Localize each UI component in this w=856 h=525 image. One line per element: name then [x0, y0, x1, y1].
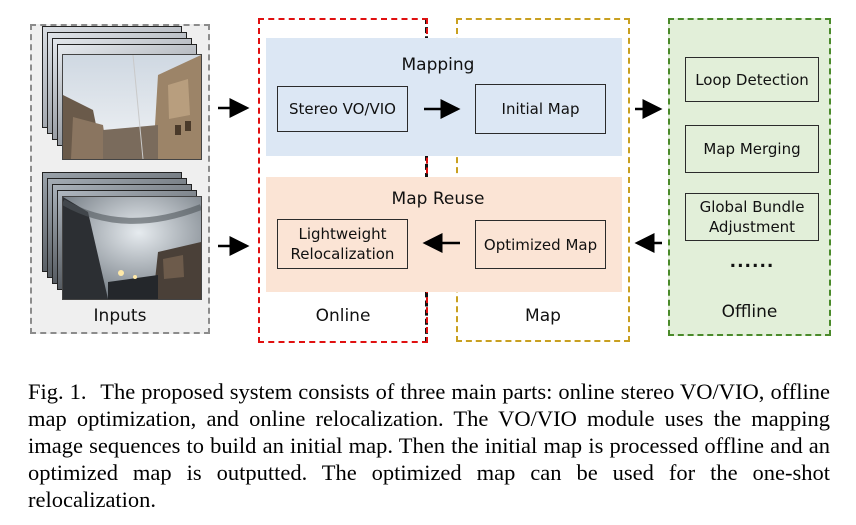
online-label: Online — [315, 306, 371, 326]
gba-line1: Global Bundle — [699, 198, 805, 216]
map-reuse-title: Map Reuse — [391, 189, 485, 209]
street-image — [62, 54, 202, 160]
relocalization-line1: Lightweight — [298, 225, 387, 243]
inputs-label: Inputs — [93, 306, 147, 326]
offline-group — [668, 18, 831, 336]
map-reuse-panel — [266, 177, 622, 292]
figure-number: Fig. 1. — [28, 379, 87, 404]
initial-map-box: Initial Map — [475, 84, 606, 134]
offline-label: Offline — [721, 302, 778, 322]
mapping-title: Mapping — [401, 55, 475, 75]
relocalization-box: Lightweight Relocalization — [277, 219, 408, 269]
map-label: Map — [525, 306, 561, 326]
relocalization-line2: Relocalization — [290, 245, 395, 263]
mapping-panel — [266, 38, 622, 156]
night-image — [61, 196, 203, 300]
arrows-layer — [218, 98, 663, 256]
gba-line2: Adjustment — [708, 218, 796, 236]
global-bundle-adjustment-box: Global Bundle Adjustment — [685, 193, 819, 241]
offline-ellipsis: ...... — [729, 252, 775, 272]
stereo-vo-vio-box: Stereo VO/VIO — [277, 86, 408, 132]
loop-detection-box: Loop Detection — [685, 57, 819, 102]
optimized-map-box: Optimized Map — [475, 220, 606, 269]
figure-caption: Fig. 1. The proposed system consists of … — [28, 378, 830, 513]
caption-text: The proposed system consists of three ma… — [28, 379, 831, 512]
map-merging-box: Map Merging — [685, 125, 819, 173]
